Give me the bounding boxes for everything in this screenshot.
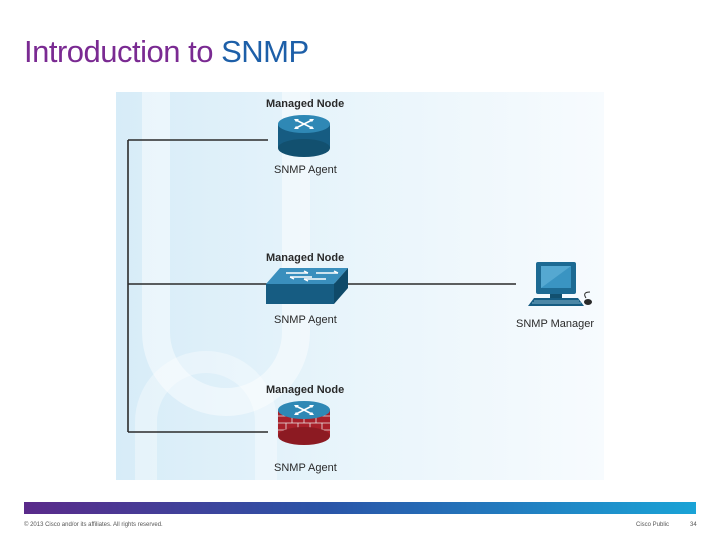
diagram-background xyxy=(135,92,310,480)
snmp-agent-label-3: SNMP Agent xyxy=(274,462,337,474)
router-icon xyxy=(266,112,342,165)
snmp-agent-label-2: SNMP Agent xyxy=(274,314,337,326)
snmp-manager-label: SNMP Manager xyxy=(516,318,595,330)
slide-title-part2: SNMP xyxy=(221,34,309,69)
footer-bar xyxy=(24,502,696,514)
managed-node-heading-2: Managed Node xyxy=(266,252,345,264)
snmp-diagram: Managed Node SNMP Agent Managed Node xyxy=(116,92,604,480)
slide-title-part1: Introduction to xyxy=(24,34,213,69)
managed-node-heading-3: Managed Node xyxy=(266,384,345,396)
snmp-agent-label-1: SNMP Agent xyxy=(274,164,337,176)
workstation-icon xyxy=(528,258,596,319)
slide-title: Introduction to SNMP xyxy=(24,34,309,70)
page-number: 34 xyxy=(690,522,697,528)
managed-node-heading-1: Managed Node xyxy=(266,98,345,110)
switch-icon xyxy=(264,264,350,313)
firewall-router-icon xyxy=(266,398,342,453)
footer-classification: Cisco Public xyxy=(636,522,670,528)
footer-copyright: © 2013 Cisco and/or its affiliates. All … xyxy=(24,522,163,528)
